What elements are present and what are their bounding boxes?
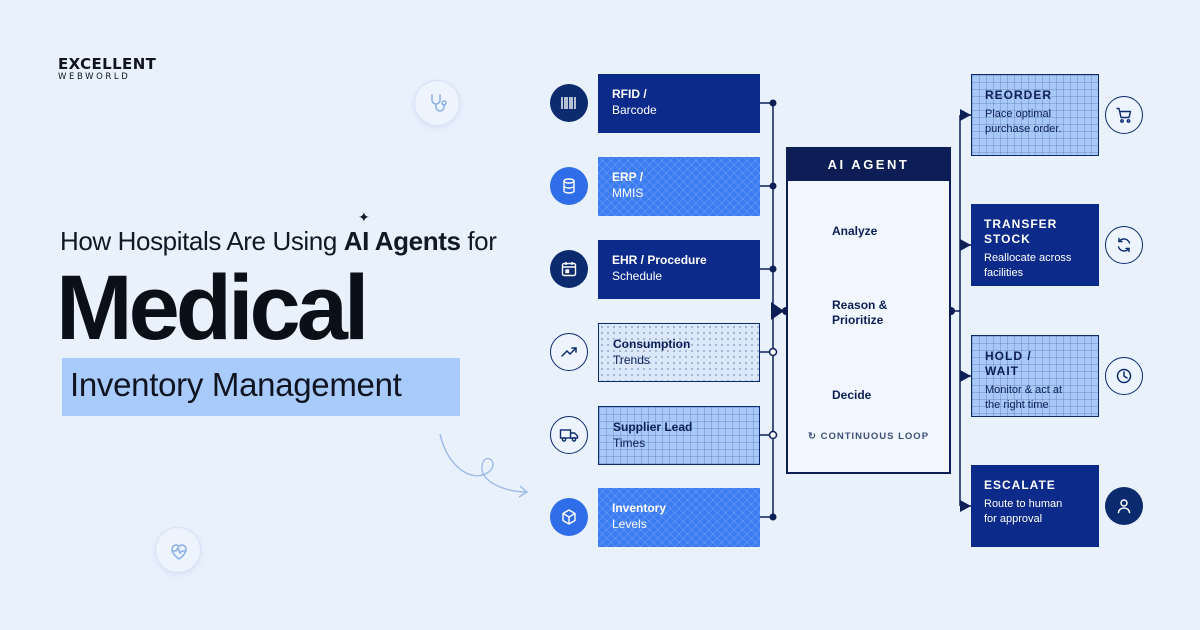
page-title: Medical [56,257,369,359]
sparkle-icon: ✦ [358,209,370,225]
action-desc-line2: purchase order. [985,123,1062,135]
action-desc-line1: Place optimal [985,108,1052,120]
action-desc-line1: Reallocate across [984,252,1072,264]
page-subtitle: How Hospitals Are Using AI Agents for [60,226,520,257]
source-subtitle: Trends [613,353,650,367]
source-supplier-lead-times: Supplier Lead Times [598,406,760,465]
source-rfid-barcode: RFID / Barcode [598,74,760,133]
action-desc-line2: the right time [985,399,1049,411]
barcode-icon [550,84,588,122]
action-escalate: ESCALATE Route to human for approval [971,465,1099,547]
source-subtitle: Schedule [612,269,663,283]
action-hold-wait: HOLD / WAIT Monitor & act at the right t… [971,335,1099,417]
action-reorder: REORDER Place optimal purchase order. [971,74,1099,156]
action-title-line2: WAIT [985,364,1019,378]
source-inventory-levels: Inventory Levels [598,488,760,547]
source-erp-mmis: ERP / MMIS [598,157,760,216]
clock-icon [1105,357,1143,395]
action-title: REORDER [985,88,1053,102]
source-title: Inventory [612,501,667,515]
stethoscope-icon [414,80,460,126]
ai-agent-title: AI AGENT [788,149,949,181]
action-desc-line1: Route to human [984,498,1063,510]
source-title: ERP / [612,170,644,184]
person-icon [1105,487,1143,525]
action-desc-line2: facilities [984,267,1024,279]
action-title: ESCALATE [984,478,1056,492]
trend-up-icon [550,333,588,371]
step-analyze: Analyze [832,224,878,238]
action-desc-line2: for approval [984,513,1043,525]
database-icon [550,167,588,205]
source-title: EHR / Procedure [612,253,707,267]
subtitle-post: for [460,226,497,256]
source-title: RFID / [612,87,647,101]
brand-line1: EXCELLENT [58,55,157,73]
ai-agent-panel: AI AGENT Analyze Reason & Prioritize Dec… [786,147,951,474]
action-desc-line1: Monitor & act at [985,384,1063,396]
action-title-line2: STOCK [984,232,1031,246]
step-reason-line2: Prioritize [832,313,884,327]
step-reason-line1: Reason & [832,298,888,312]
truck-icon [550,416,588,454]
source-subtitle: MMIS [612,186,644,200]
loop-icon: ↻ [808,431,817,442]
refresh-icon [1105,226,1143,264]
action-title: TRANSFER [984,217,1058,231]
source-ehr-schedule: EHR / Procedure Schedule [598,240,760,299]
curved-arrow-icon [439,433,529,498]
subtitle-bold: AI Agents [343,226,461,256]
cart-icon [1105,96,1143,134]
highlight-text: Inventory Management [70,366,402,403]
source-subtitle: Levels [612,517,647,531]
brand-logo: EXCELLENT WEBWORLD [58,57,156,82]
box-icon [550,498,588,536]
step-decide: Decide [832,388,872,402]
action-transfer-stock: TRANSFER STOCK Reallocate across facilit… [971,204,1099,286]
highlight-background [62,358,460,416]
brand-line2: WEBWORLD [58,72,131,82]
loop-text: CONTINUOUS LOOP [820,431,930,442]
action-title: HOLD / [985,349,1032,363]
calendar-icon [550,250,588,288]
source-subtitle: Times [613,436,646,450]
source-consumption-trends: Consumption Trends [598,323,760,382]
continuous-loop-label: ↻ CONTINUOUS LOOP [808,431,929,442]
source-subtitle: Barcode [612,103,657,117]
subtitle-pre: How Hospitals Are Using [60,226,344,256]
heart-pulse-icon [155,527,201,573]
step-reason: Reason & Prioritize [832,298,887,328]
source-title: Consumption [613,337,691,351]
source-title: Supplier Lead [613,420,693,434]
